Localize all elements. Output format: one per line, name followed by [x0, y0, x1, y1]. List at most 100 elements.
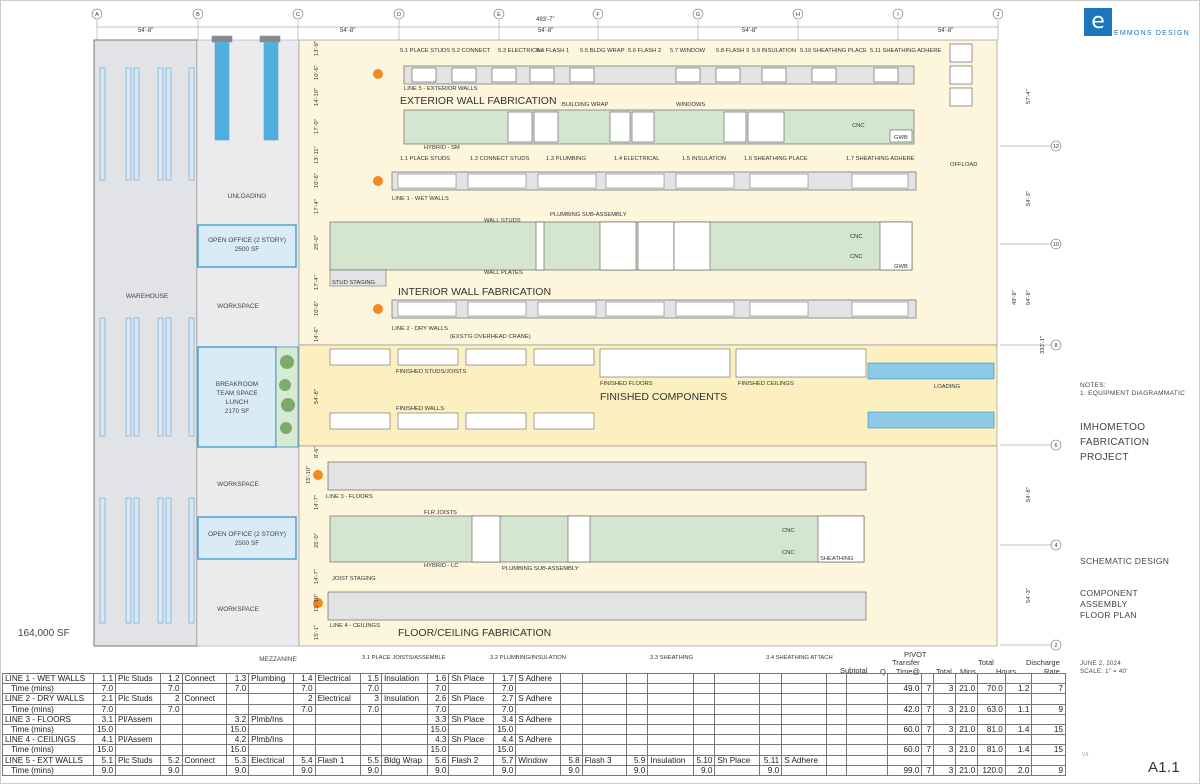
schedule-cell [692, 683, 716, 695]
schedule-cell: 5.7 [493, 754, 517, 766]
schedule-cell [359, 734, 382, 746]
right-dimension: 49'-8" [1012, 290, 1018, 305]
schedule-cell [781, 744, 828, 756]
schedule-cell [560, 672, 583, 685]
schedule-cell: Plmb/Ins [248, 713, 295, 725]
schedule-cell: 9.0 [426, 764, 450, 776]
schedule-total-cell: 3 [933, 744, 957, 756]
right-dimension: 54'-3" [1026, 191, 1032, 206]
line-1-label: LINE 1 - WET WALLS [392, 196, 449, 202]
total-area: 164,000 SF [18, 628, 70, 639]
schedule-cell [714, 693, 761, 705]
schedule-total-cell [1004, 754, 1033, 766]
pivot-header: PIVOT [904, 650, 927, 659]
hours-header: Hours [996, 667, 1017, 676]
schedule-cell: 5.3 [226, 754, 250, 766]
schedule-cell: 7.0 [493, 703, 517, 715]
notes-item: 1. EQUIPMENT DIAGRAMMATIC [1080, 390, 1186, 397]
grid-bubbles [91, 8, 1062, 651]
schedule-cell: Electrical [248, 754, 295, 766]
left-dimension: 15'-1" [314, 625, 320, 640]
schedule-cell [826, 723, 848, 736]
wall-plates-label: WALL PLATES [484, 270, 523, 276]
schedule-total-cell [933, 713, 957, 725]
schedule-cell [248, 723, 295, 736]
schedule-cell: 15.0 [93, 744, 117, 756]
schedule-cell [759, 744, 783, 756]
schedule-cell [846, 672, 889, 685]
bay-dimension: 54'-8" [938, 28, 953, 34]
schedule-cell: 7.0 [359, 703, 382, 715]
station-label: 5.10 SHEATHING PLACE [800, 48, 867, 54]
schedule-cell [826, 693, 848, 705]
schedule-total-cell [921, 672, 935, 685]
schedule-total-cell [977, 713, 1006, 725]
schedule-cell [826, 744, 848, 756]
schedule-cell [826, 703, 848, 715]
schedule-cell: Sh Place [448, 672, 495, 685]
schedule-cell [160, 713, 183, 725]
open-office-2-area: 2500 SF [235, 540, 260, 547]
schedule-cell [826, 672, 848, 685]
schedule-cell [515, 764, 562, 776]
schedule-cell: 3.4 [493, 713, 517, 725]
schedule-total-cell [977, 734, 1006, 746]
schedule-total-cell: 9 [1031, 764, 1066, 776]
finished-storage [329, 348, 995, 430]
schedule-cell [759, 683, 783, 695]
issue-date: JUNE 2, 2024 [1080, 661, 1121, 667]
schedule-cell: 5.11 [759, 754, 783, 766]
schedule-cell [781, 683, 828, 695]
firm-name: EMMONS DESIGN [1114, 30, 1190, 37]
schedule-cell [759, 723, 783, 736]
left-dimension: 10'-6" [314, 173, 320, 188]
schedule-cell [846, 764, 889, 776]
schedule-total-cell [887, 754, 923, 766]
schedule-cell [647, 672, 694, 685]
schedule-cell [293, 723, 316, 736]
schedule-cell [160, 744, 183, 756]
schedule-row-label: LINE 2 - DRY WALLS [1, 693, 95, 705]
left-dimension: 25'-0" [314, 235, 320, 250]
schedule-cell [714, 713, 761, 725]
schedule-cell: 5.8 [560, 754, 583, 766]
schedule-cell [359, 744, 382, 756]
schedule-cell: Sh Place [448, 713, 495, 725]
workspace-label: WORKSPACE [217, 481, 259, 488]
schedule-cell: Flash 3 [581, 754, 627, 766]
schedule-row-label: LINE 5 - EXT WALLS [1, 754, 95, 766]
schedule-cell [692, 734, 716, 746]
schedule-cell: 9.0 [160, 764, 183, 776]
schedule-total-cell: 7 [921, 703, 935, 715]
left-dimension: 17'-0" [314, 119, 320, 134]
schedule-cell [826, 734, 848, 746]
schedule-cell: Insulation [647, 754, 694, 766]
schedule-cell [647, 723, 694, 736]
schedule-cell: Electrical [314, 672, 361, 685]
schedule-total-cell [1004, 672, 1033, 685]
schedule-cell [314, 744, 361, 756]
schedule-cell: 9.0 [625, 764, 649, 776]
grid-row-label: 2 [1054, 643, 1057, 649]
grid-row-label: 8 [1054, 343, 1057, 349]
schedule-cell: S Adhere [515, 734, 562, 746]
schedule-cell [846, 693, 889, 705]
schedule-cell [293, 713, 316, 725]
schedule-total-cell [887, 693, 923, 705]
line-2-label: LINE 2 - DRY WALLS [392, 326, 448, 332]
finished-studs-label: FINISHED STUDS/JOISTS [396, 369, 466, 375]
schedule-cell [625, 744, 649, 756]
schedule-total-cell: 120.0 [977, 764, 1006, 776]
schedule-total-cell [977, 693, 1006, 705]
drawing-scale: SCALE: 1" = 40' [1080, 669, 1128, 675]
schedule-row-label: Time (mins) [1, 703, 95, 715]
schedule-cell: 15.0 [226, 723, 250, 736]
bay-dimension: 54'-8" [340, 28, 355, 34]
schedule-cell [248, 703, 295, 715]
schedule-cell: 9.0 [293, 764, 316, 776]
schedule-total-cell: 81.0 [977, 723, 1006, 736]
offload-label: OFFLOAD [950, 162, 977, 168]
hybrid-lc-label: HYBRID - LC [424, 563, 458, 569]
